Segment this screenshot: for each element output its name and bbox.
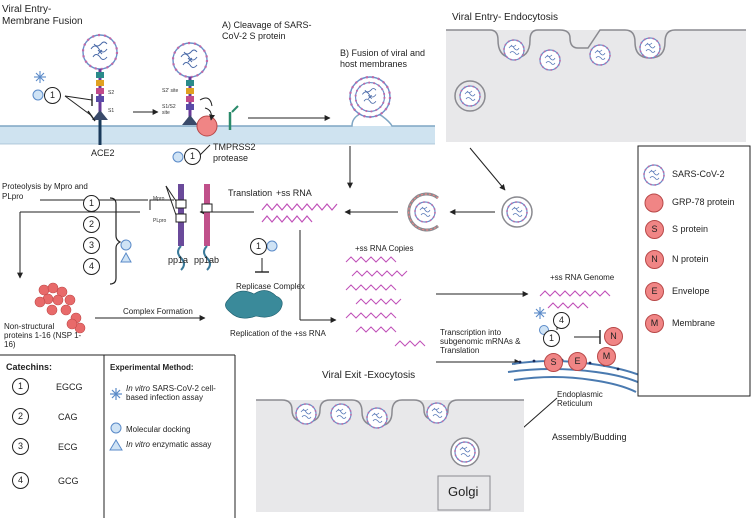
- translation-label: Translation: [228, 188, 273, 198]
- transcription-label: Transcription into subgenomic mRNAs & Tr…: [440, 328, 521, 355]
- s1s2-site-label: S1/S2 site: [162, 104, 176, 116]
- catechin-num-2: 2: [12, 408, 29, 425]
- legend-s-icon: S: [645, 220, 664, 239]
- catechin-marker-1: 1: [44, 87, 61, 104]
- method-docking: Molecular docking: [126, 425, 191, 434]
- n-protein-marker: N: [604, 327, 623, 346]
- catechin-marker-1e: 1: [543, 330, 560, 347]
- ss-rna-strand: [261, 203, 338, 211]
- exocytosis-title: Viral Exit -Exocytosis: [322, 370, 416, 381]
- catechin-marker-4: 4: [83, 258, 100, 275]
- tmprss2-protease: [196, 115, 218, 137]
- proteolysis-label: Proteolysis by Mpro and PLpro: [2, 182, 88, 201]
- catechin-num-3: 3: [12, 438, 29, 455]
- legend-sars-cov-2: SARS-CoV-2: [672, 169, 725, 179]
- step-b-fusion: B) Fusion of viral and host membranes: [340, 48, 426, 69]
- catechin-marker-1c: 1: [83, 195, 100, 212]
- legend-membrane: Membrane: [672, 318, 716, 328]
- membrane-fusion-title: Viral Entry- Membrane Fusion: [2, 4, 83, 27]
- catechin-marker-1d: 1: [250, 238, 267, 255]
- catechin-name-4: GCG: [58, 476, 79, 486]
- catechin-marker-2: 2: [83, 216, 100, 233]
- host-membrane-top: [0, 126, 435, 144]
- catechin-num-4: 4: [12, 472, 29, 489]
- s2-label: S2: [108, 90, 115, 96]
- replicase-complex-shape: [225, 290, 283, 319]
- legend-m-icon: M: [645, 314, 664, 333]
- replicase-label: Replicase Complex: [236, 282, 305, 291]
- rna-copies: [345, 256, 426, 347]
- e-protein-marker: E: [568, 352, 587, 371]
- catechin-name-1: EGCG: [56, 382, 83, 392]
- legend-n-icon: N: [645, 250, 664, 269]
- ss-rna-label: +ss RNA: [276, 188, 312, 198]
- s1-label: S1: [108, 108, 115, 114]
- assembly-label: Assembly/Budding: [552, 432, 627, 442]
- legend-envelope: Envelope: [672, 286, 710, 296]
- method-infection-assay: In vitro SARS-CoV-2 cell-based infection…: [126, 384, 216, 402]
- endocytosis-title: Viral Entry- Endocytosis: [452, 12, 558, 23]
- tmprss2-label: TMPRSS2 protease: [213, 142, 256, 163]
- s2-site-label: S2' site: [162, 88, 179, 94]
- ace2-label: ACE2: [91, 148, 115, 158]
- mpro-label: Mpro: [153, 196, 165, 202]
- er-label: Endoplasmic Reticulum: [557, 390, 603, 408]
- catechin-num-1: 1: [12, 378, 29, 395]
- catechin-marker-1b: 1: [184, 148, 201, 165]
- legend-n-protein: N protein: [672, 254, 709, 264]
- catechins-title: Catechins:: [6, 362, 53, 372]
- m-protein-marker: M: [597, 347, 616, 366]
- legend-s-protein: S protein: [672, 224, 709, 234]
- pp1ab-label: pp1ab: [194, 255, 220, 265]
- plpro-label: PLpro: [153, 218, 167, 224]
- rna-genome: [539, 290, 611, 297]
- methods-title: Experimental Method:: [110, 363, 194, 372]
- legend-box: [637, 145, 751, 397]
- pp1a-label: pp1a: [168, 255, 189, 265]
- catechin-marker-3: 3: [83, 237, 100, 254]
- golgi-label: Golgi: [448, 484, 479, 499]
- ss-rna-copies-label: +ss RNA Copies: [355, 244, 414, 253]
- replication-label: Replication of the +ss RNA: [230, 329, 326, 338]
- catechin-name-3: ECG: [58, 442, 78, 452]
- ss-rna-genome-label: +ss RNA Genome: [550, 273, 615, 282]
- legend-e-icon: E: [645, 282, 664, 301]
- catechin-name-2: CAG: [58, 412, 78, 422]
- s-protein-marker: S: [544, 353, 563, 372]
- method-enzymatic-assay: In vitro enzymatic assay: [126, 440, 212, 449]
- nsp-cluster: [34, 282, 86, 334]
- legend-grp78: GRP-78 protein: [672, 197, 735, 207]
- virus-ace2: [81, 33, 119, 71]
- nsp-label: Non-structural proteins 1-16 (NSP 1-16): [4, 322, 82, 349]
- complex-formation-label: Complex Formation: [123, 307, 193, 316]
- virus-cleavage: [171, 41, 209, 79]
- step-a-cleavage: A) Cleavage of SARS-CoV-2 S protein: [222, 20, 312, 41]
- catechin-marker-4b: 4: [553, 312, 570, 329]
